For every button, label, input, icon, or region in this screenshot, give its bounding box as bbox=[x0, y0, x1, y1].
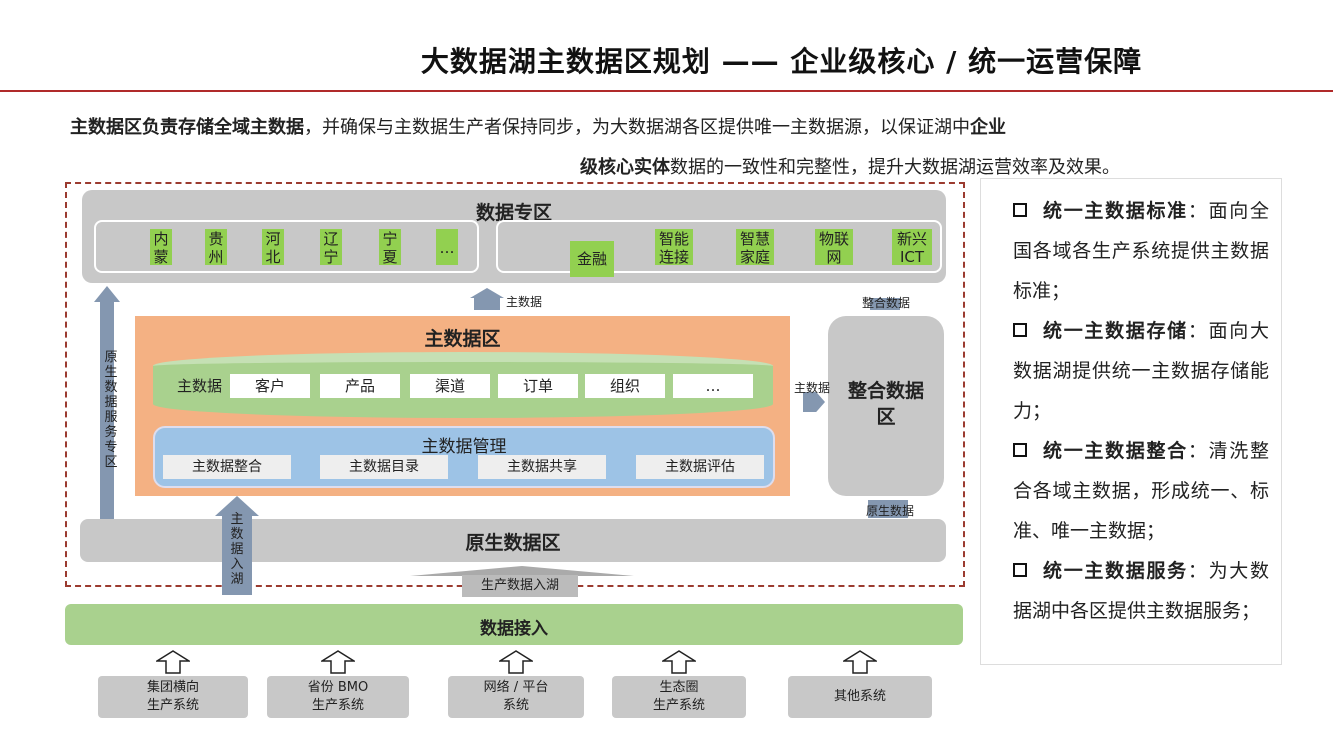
master-into-lake-arrow bbox=[222, 515, 252, 595]
mgmt-function: 主数据共享 bbox=[478, 455, 606, 479]
integrated-zone-title: 整合数据区 bbox=[847, 380, 924, 428]
hollow-up-arrow-icon bbox=[319, 650, 357, 674]
source-system: 网络 / 平台 系统 bbox=[448, 676, 584, 718]
master-to-integ-arrow bbox=[803, 392, 825, 412]
summary-head: 统一主数据标准 bbox=[1043, 200, 1188, 222]
raw-service-arrowhead bbox=[94, 286, 120, 302]
summary-item: 统一主数据标准：面向全国各域各生产系统提供主数据标准； bbox=[981, 191, 1281, 311]
province-cell: 辽宁 bbox=[320, 229, 342, 266]
summary-body: ：为大数据湖中各区提供主数据服务； bbox=[1013, 560, 1269, 622]
intro-text-1: ，并确保与主数据生产者保持同步，为大数据湖各区提供唯一主数据源，以保证湖中 bbox=[304, 117, 970, 138]
master-mgmt-title: 主数据管理 bbox=[421, 437, 507, 457]
province-cell: … bbox=[436, 229, 458, 265]
data-ingestion-bar: 数据接入 bbox=[65, 604, 963, 645]
intro-line-1: 主数据区负责存储全域主数据，并确保与主数据生产者保持同步，为大数据湖各区提供唯一… bbox=[70, 113, 1006, 139]
title-divider bbox=[0, 90, 1333, 92]
domain-cell: 智能连接 bbox=[655, 229, 693, 266]
mgmt-function: 主数据目录 bbox=[320, 455, 448, 479]
raw-data-zone: 原生数据区 bbox=[80, 519, 946, 562]
intro-text-2: 数据的一致性和完整性，提升大数据湖运营效率及效果。 bbox=[670, 157, 1120, 178]
summary-body: ：面向全国各域各生产系统提供主数据标准； bbox=[1013, 200, 1269, 302]
province-cell: 内蒙 bbox=[150, 229, 172, 266]
integrated-data-label: 整合数据 bbox=[862, 296, 911, 310]
domain-cell: 物联网 bbox=[815, 229, 853, 266]
province-cell: 河北 bbox=[262, 229, 284, 266]
master-data-label: 主数据 bbox=[506, 295, 543, 309]
raw-data-arrow bbox=[868, 500, 908, 518]
master-into-lake-arrowhead bbox=[215, 496, 259, 516]
raw-service-label: 原生数据服务专区 bbox=[104, 350, 118, 470]
master-entity: 组织 bbox=[585, 374, 665, 398]
special-zone-title: 数据专区 bbox=[475, 202, 552, 224]
checkbox-square-icon bbox=[1013, 443, 1027, 457]
checkbox-square-icon bbox=[1013, 563, 1027, 577]
summary-head: 统一主数据存储 bbox=[1043, 320, 1188, 342]
hollow-up-arrow-icon bbox=[154, 650, 192, 674]
source-system: 集团横向 生产系统 bbox=[98, 676, 248, 718]
intro-line-2: 级核心实体数据的一致性和完整性，提升大数据湖运营效率及效果。 bbox=[580, 153, 1120, 179]
mgmt-function: 主数据评估 bbox=[636, 455, 764, 479]
hollow-up-arrow-icon bbox=[660, 650, 698, 674]
summary-item: 统一主数据整合：清洗整合各域主数据，形成统一、标准、唯一主数据； bbox=[981, 431, 1281, 551]
master-into-lake-label: 主数据入湖 bbox=[230, 512, 244, 587]
master-data-arrow bbox=[474, 296, 500, 310]
domain-group bbox=[496, 220, 942, 273]
integrated-data-zone: 整合数据区 bbox=[828, 316, 944, 496]
summary-item: 统一主数据存储：面向大数据湖提供统一主数据存储能力； bbox=[981, 311, 1281, 431]
checkbox-square-icon bbox=[1013, 203, 1027, 217]
domain-cell: 金融 bbox=[570, 241, 614, 277]
master-entity: 产品 bbox=[320, 374, 400, 398]
prod-into-lake-label: 生产数据入湖 bbox=[462, 575, 578, 597]
intro-bold-1: 主数据区负责存储全域主数据 bbox=[70, 117, 304, 138]
summary-head: 统一主数据服务 bbox=[1043, 560, 1188, 582]
summary-body: ：清洗整合各域主数据，形成统一、标准、唯一主数据； bbox=[1013, 440, 1269, 542]
hollow-up-arrow-icon bbox=[841, 650, 879, 674]
intro-bold-2: 企业 bbox=[970, 117, 1006, 138]
prod-into-lake-arrowhead bbox=[410, 566, 634, 576]
raw-data-label: 原生数据 bbox=[866, 504, 915, 518]
mgmt-function: 主数据整合 bbox=[163, 455, 291, 479]
master-entity: … bbox=[673, 374, 753, 398]
source-system: 其他系统 bbox=[788, 676, 932, 718]
summary-body: ：面向大数据湖提供统一主数据存储能力； bbox=[1013, 320, 1269, 422]
integrated-data-arrow bbox=[870, 298, 900, 310]
province-group bbox=[94, 220, 479, 273]
summary-panel: 统一主数据标准：面向全国各域各生产系统提供主数据标准；统一主数据存储：面向大数据… bbox=[980, 178, 1282, 665]
master-entity: 订单 bbox=[498, 374, 578, 398]
checkbox-square-icon bbox=[1013, 323, 1027, 337]
domain-cell: 智慧家庭 bbox=[736, 229, 774, 266]
summary-head: 统一主数据整合 bbox=[1043, 440, 1188, 462]
master-zone-title: 主数据区 bbox=[424, 328, 501, 350]
source-system: 省份 BMO 生产系统 bbox=[267, 676, 409, 718]
intro-bold-3: 级核心实体 bbox=[580, 157, 670, 178]
master-entity: 客户 bbox=[230, 374, 310, 398]
province-cell: 贵州 bbox=[205, 229, 227, 266]
domain-cell: 新兴ICT bbox=[892, 229, 932, 266]
hollow-up-arrow-icon bbox=[497, 650, 535, 674]
master-row-label: 主数据 bbox=[177, 377, 223, 395]
raw-service-arrow bbox=[100, 300, 114, 520]
summary-item: 统一主数据服务：为大数据湖中各区提供主数据服务； bbox=[981, 551, 1281, 631]
page-title: 大数据湖主数据区规划 —— 企业级核心 / 统一运营保障 bbox=[420, 45, 1143, 78]
master-to-integ-label: 主数据 bbox=[794, 381, 831, 395]
master-entity: 渠道 bbox=[410, 374, 490, 398]
raw-zone-title: 原生数据区 bbox=[465, 532, 561, 554]
master-data-arrowhead bbox=[470, 288, 504, 298]
source-system: 生态圈 生产系统 bbox=[612, 676, 746, 718]
ingestion-title: 数据接入 bbox=[480, 619, 548, 639]
province-cell: 宁夏 bbox=[379, 229, 401, 266]
